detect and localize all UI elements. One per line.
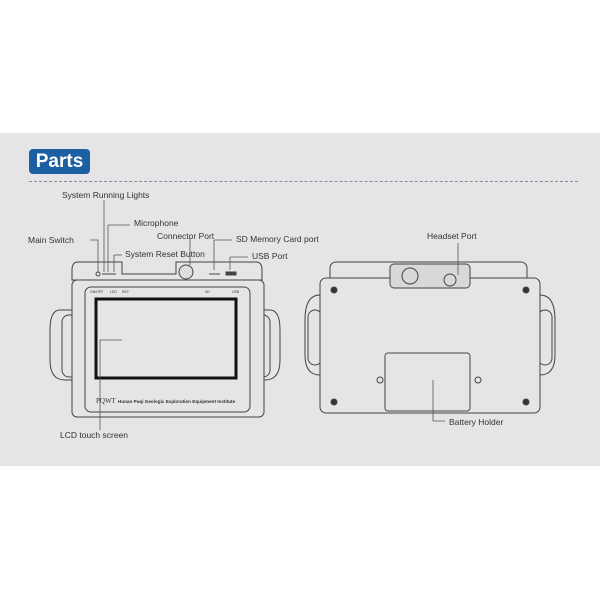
label-lcd-touch-screen: LCD touch screen	[60, 430, 129, 440]
divider	[29, 181, 578, 182]
label-headset-port: Headset Port	[427, 231, 477, 241]
institute-name: Hunan Puqi Geologic Exploration Equipmen…	[118, 399, 236, 404]
label-microphone: Microphone	[134, 218, 179, 228]
device-label-led: LED	[110, 290, 117, 294]
device-label-sd: SD	[205, 290, 210, 294]
label-system-running-lights: System Running Lights	[62, 190, 150, 200]
label-system-reset-button: System Reset Button	[125, 249, 205, 259]
device-label-rst: RST	[122, 290, 129, 294]
brand-logo: PQWT	[96, 397, 116, 405]
label-main-switch: Main Switch	[28, 235, 74, 245]
leader-lines	[90, 200, 459, 430]
device-label-usb: USB	[232, 290, 240, 294]
back-device	[304, 261, 556, 414]
label-usb-port: USB Port	[252, 251, 288, 261]
device-label-onoff: ON/OFF	[90, 290, 104, 294]
label-connector-port: Connector Port	[157, 231, 215, 241]
lcd-screen	[94, 297, 238, 380]
front-device	[49, 261, 281, 418]
label-battery-holder: Battery Holder	[449, 417, 504, 427]
label-sd-card-port: SD Memory Card port	[236, 234, 319, 244]
section-title: Parts	[29, 149, 90, 174]
